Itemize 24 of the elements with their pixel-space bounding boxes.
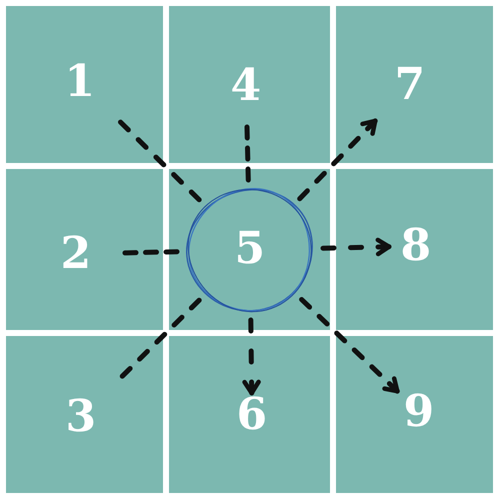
number-label: 4 [230, 64, 262, 108]
grid-tile [169, 6, 330, 163]
number-label: 9 [404, 390, 434, 434]
number-label: 6 [236, 393, 268, 437]
grid-tile [169, 169, 330, 330]
number-label: 7 [394, 63, 426, 107]
number-label: 3 [66, 395, 96, 439]
grid-tile [336, 6, 493, 163]
grid-tile [169, 336, 330, 493]
number-label: 2 [60, 232, 92, 276]
dashed-arrow [299, 297, 400, 394]
grid-tile [336, 336, 493, 493]
grid-tile [6, 6, 163, 163]
grid-tile [6, 169, 163, 330]
grid-tile [336, 169, 493, 330]
number-label: 1 [64, 60, 96, 104]
dashed-arrow [297, 118, 378, 202]
dashed-arrow [320, 238, 392, 256]
dashed-line [244, 124, 251, 182]
dashed-line [122, 249, 180, 256]
dashed-arrow [242, 318, 261, 396]
number-label: 8 [400, 224, 432, 268]
grid-tile [6, 336, 163, 493]
number-label: 5 [234, 227, 266, 271]
